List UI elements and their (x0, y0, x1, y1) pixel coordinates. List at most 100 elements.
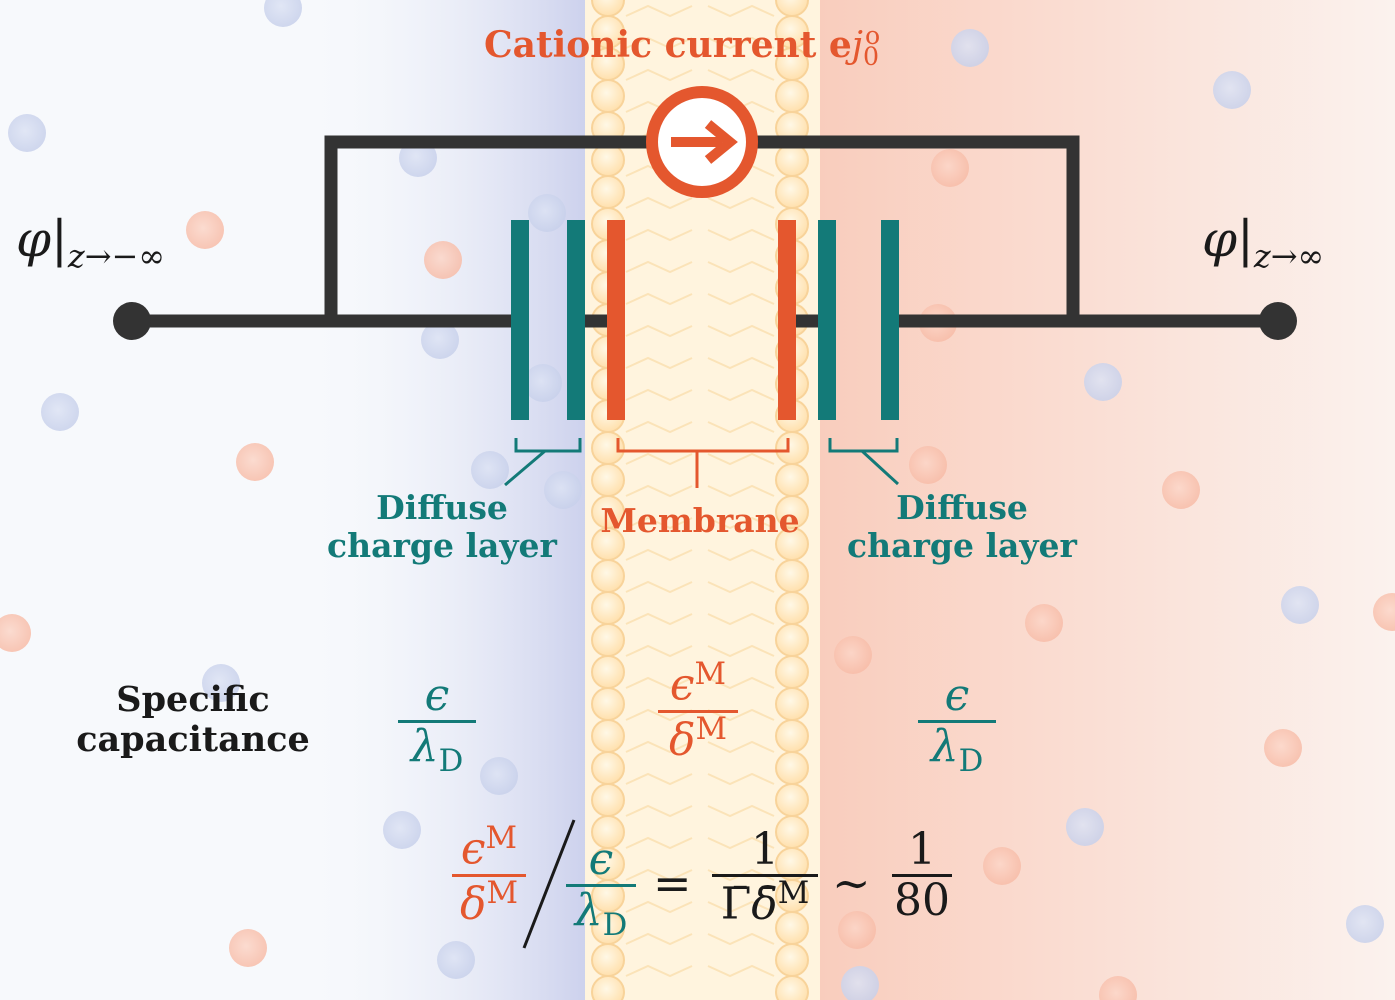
anion (1084, 363, 1122, 401)
cation (1264, 729, 1302, 767)
anion (1066, 808, 1104, 846)
lipid-tail (625, 900, 693, 914)
bracket-diffuse-left (504, 438, 582, 487)
lipid-head (775, 623, 809, 657)
lipid-head (775, 591, 809, 625)
lipid-head (591, 463, 625, 497)
right-electrolyte-region (820, 0, 1395, 1000)
lipid-head (591, 975, 625, 1000)
lipid-tail (625, 804, 693, 818)
lipid-tail (707, 388, 775, 402)
lipid-tail (707, 324, 775, 338)
lipid-tail (625, 836, 693, 850)
equals-sign: = (653, 856, 692, 910)
membrane-label: Membrane (600, 501, 800, 540)
anion (951, 29, 989, 67)
lipid-tail (707, 964, 775, 978)
lipid-tail (625, 420, 693, 434)
lipid-head (591, 175, 625, 209)
lipid-head (775, 783, 809, 817)
ratio-value: 1 80 (892, 824, 952, 927)
lipid-tail (707, 292, 775, 306)
lipid-head (591, 943, 625, 977)
lipid-head (775, 143, 809, 177)
lipid-tail (707, 932, 775, 946)
lipid-tail (625, 68, 693, 82)
potential-right-label: φ|z→∞ (1202, 210, 1325, 275)
anion (264, 0, 302, 27)
anion (421, 321, 459, 359)
lipid-head (775, 463, 809, 497)
lipid-head (591, 783, 625, 817)
lipid-tail (625, 292, 693, 306)
lipid-tail (625, 548, 693, 562)
right-terminal (1259, 302, 1297, 340)
lipid-tail (707, 708, 775, 722)
anion (8, 114, 46, 152)
lipid-tail (625, 196, 693, 210)
lipid-head (591, 623, 625, 657)
lipid-head (775, 943, 809, 977)
lipid-tail (625, 772, 693, 786)
lipid-tail (625, 452, 693, 466)
lipid-tail (707, 260, 775, 274)
ratio-slash (522, 819, 576, 949)
anion (1346, 905, 1384, 943)
lipid-head (591, 143, 625, 177)
lipid-tail (707, 420, 775, 434)
membrane-plate-left (607, 220, 625, 420)
cation (931, 149, 969, 187)
lipid-tail (625, 964, 693, 978)
lipid-tail (625, 4, 693, 18)
anion (1213, 71, 1251, 109)
anion (841, 966, 879, 1000)
lipid-tail (625, 932, 693, 946)
lipid-tail (707, 804, 775, 818)
anion (1281, 586, 1319, 624)
membrane-plate-right (778, 220, 796, 420)
lipid-head (591, 591, 625, 625)
lipid-head (775, 655, 809, 689)
capacitance-diffuse-right: ϵ λD (918, 671, 996, 779)
lipid-tail (707, 740, 775, 754)
lipid-head (591, 687, 625, 721)
lipid-tail (707, 772, 775, 786)
diffuse-left-plate-outer (511, 220, 529, 420)
cation (983, 847, 1021, 885)
current-source-icon (646, 86, 758, 198)
lipid-tail (707, 4, 775, 18)
cation (834, 636, 872, 674)
lipid-tail (707, 676, 775, 690)
lipid-head (775, 559, 809, 593)
lipid-tail (707, 68, 775, 82)
lipid-tail (707, 228, 775, 242)
lipid-head (775, 719, 809, 753)
lipid-tail (707, 452, 775, 466)
lipid-head (591, 751, 625, 785)
lipid-head (775, 687, 809, 721)
cation (1099, 976, 1137, 1000)
lipid-tail (707, 580, 775, 594)
current-label: Cationic current ej0o (484, 21, 881, 72)
cation (1025, 604, 1063, 642)
lipid-tail (625, 740, 693, 754)
lipid-tail (707, 196, 775, 210)
lipid-tail (707, 356, 775, 370)
lipid-head (591, 719, 625, 753)
lipid-head (591, 79, 625, 113)
lipid-head (775, 975, 809, 1000)
lipid-tail (625, 868, 693, 882)
lipid-tail (707, 612, 775, 626)
bracket-diffuse-right (828, 438, 900, 486)
bracket-membrane (616, 438, 790, 488)
anion (437, 941, 475, 979)
lipid-tail (707, 484, 775, 498)
lipid-tails (625, 4, 775, 978)
lipid-tail (707, 900, 775, 914)
lipid-tail (625, 228, 693, 242)
lipid-tail (625, 612, 693, 626)
lipid-tail (625, 356, 693, 370)
anion (480, 757, 518, 795)
capacitance-membrane: ϵM δM (658, 657, 738, 765)
